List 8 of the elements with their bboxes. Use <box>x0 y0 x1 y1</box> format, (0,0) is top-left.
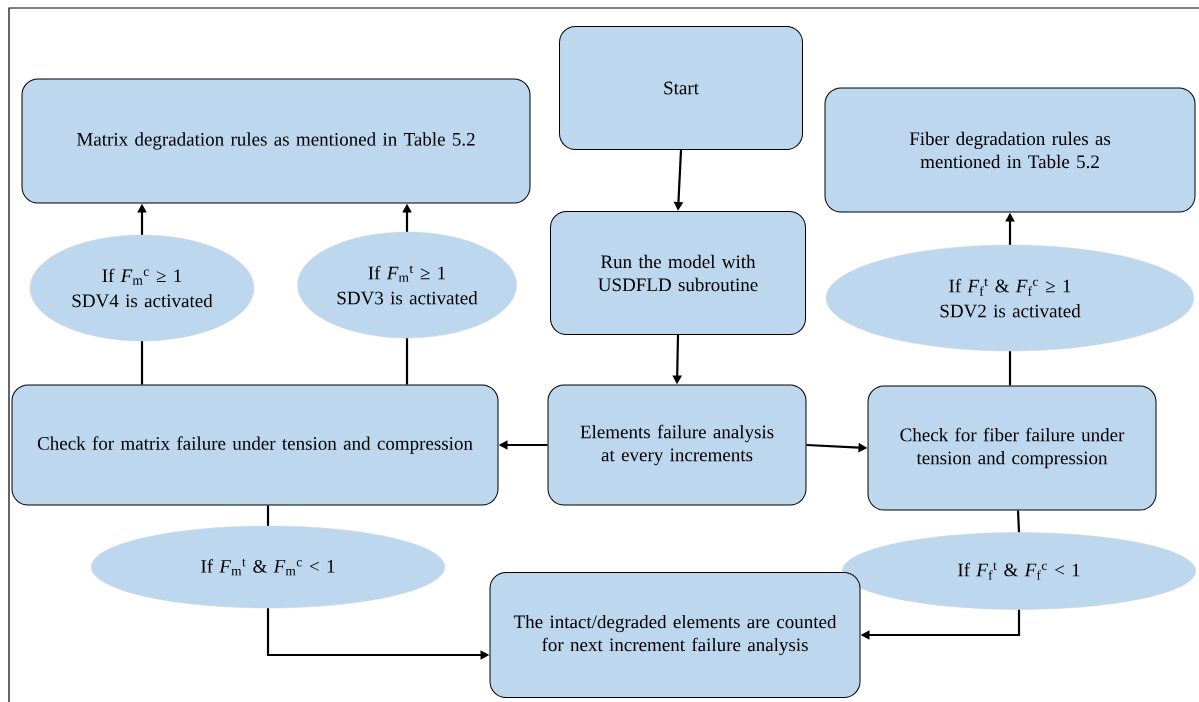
process-box: Check for fiber failure under tension and compression <box>867 385 1157 511</box>
process-box: Matrix degradation rules as mentioned in Table 5.2 <box>21 78 531 204</box>
process-box: Fiber degradation rules as mentioned in Table 5.2 <box>824 87 1196 213</box>
process-box: Check for matrix failure under tension and compression <box>11 384 499 506</box>
process-box: Elements failure analysis at every increments <box>547 384 807 506</box>
process-box: Start <box>559 26 803 150</box>
process-box: Run the model with USDFLD subroutine <box>550 211 806 335</box>
process-box: The intact/degraded elements are counted for next increment failure analysis <box>489 572 861 698</box>
